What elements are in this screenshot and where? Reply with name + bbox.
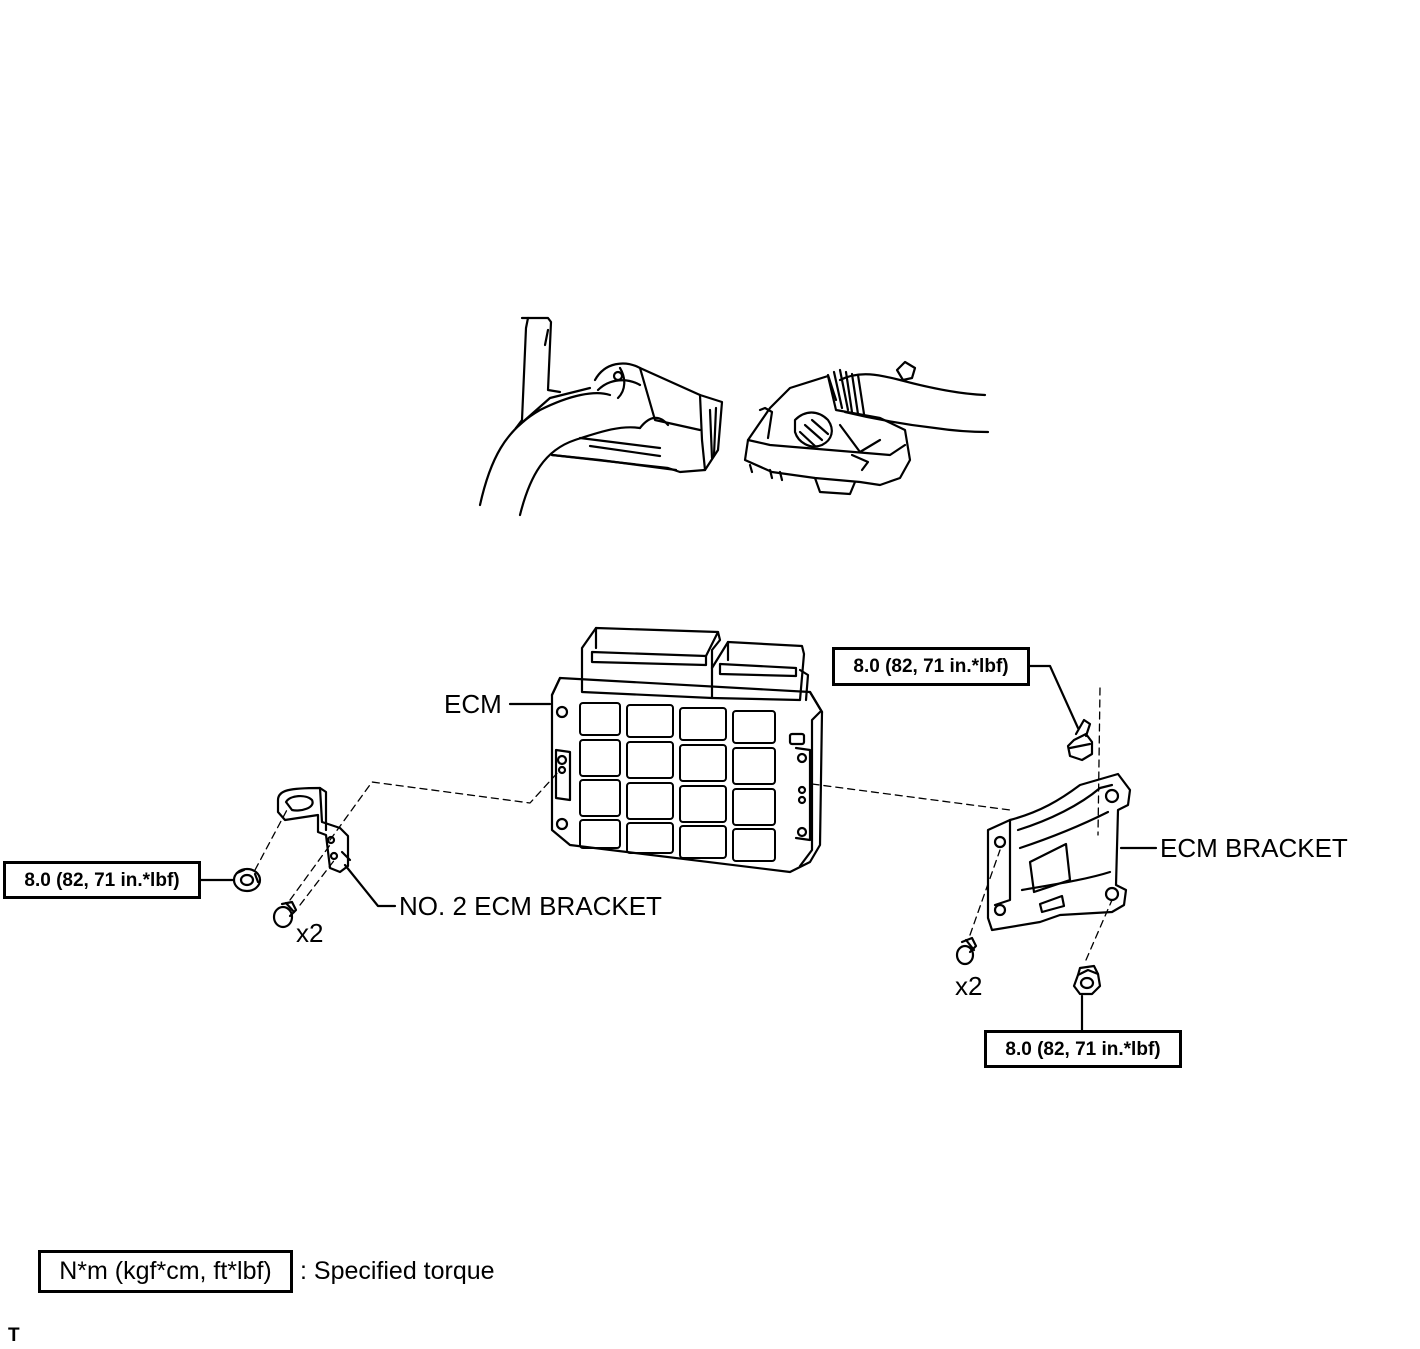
ecm-bracket [986, 772, 1132, 932]
quantity-label-right: x2 [955, 971, 983, 1001]
quantity-label-left: x2 [296, 918, 324, 948]
ecm-unit [550, 626, 824, 874]
corner-mark: T [8, 1325, 20, 1346]
bolt-top-right [1066, 718, 1094, 762]
torque-spec-top-right: 8.0 (82, 71 in.*lbf) [832, 647, 1030, 686]
bolt-left [272, 900, 298, 929]
no2-ecm-bracket-label: NO. 2 ECM BRACKET [399, 891, 662, 921]
bolt-bottom-right [1072, 964, 1102, 996]
bolt-right [955, 936, 978, 966]
no2-ecm-bracket [276, 786, 352, 874]
left-connector [478, 316, 724, 517]
right-connector [743, 360, 990, 496]
ecm-bracket-label: ECM BRACKET [1160, 833, 1348, 863]
ecm-label: ECM [444, 689, 502, 719]
nut-left [232, 867, 262, 893]
alignment-lines [254, 687, 1113, 961]
legend-description: : Specified torque [300, 1257, 495, 1285]
torque-unit-legend-box: N*m (kgf*cm, ft*lbf) [38, 1250, 293, 1293]
torque-spec-bottom-right: 8.0 (82, 71 in.*lbf) [984, 1030, 1182, 1068]
torque-spec-left: 8.0 (82, 71 in.*lbf) [3, 861, 201, 899]
leader-lines [198, 664, 1158, 1032]
